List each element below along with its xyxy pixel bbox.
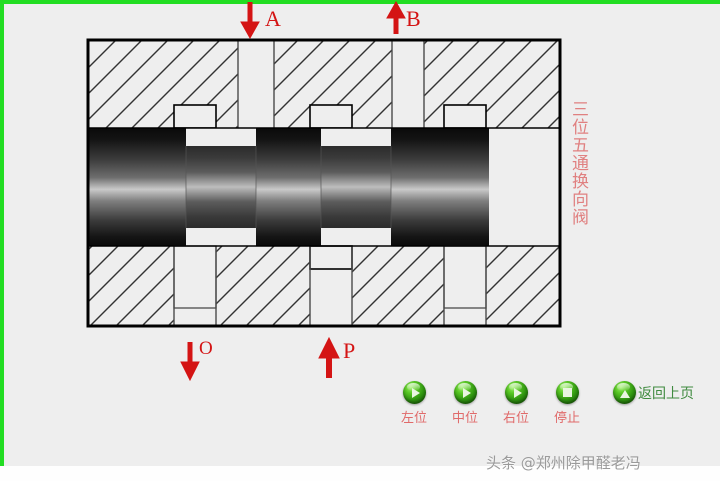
valve-title-vertical: 三位五通换向阀 xyxy=(568,100,588,226)
btn-center-position-label: 中位 xyxy=(451,411,478,426)
lower-bore-recesses xyxy=(173,245,487,309)
valve-body-lower-hatched xyxy=(88,246,560,326)
watermark-text: 头条 @郑州除甲醛老冯 xyxy=(486,454,641,472)
btn-back[interactable]: 返回上页 xyxy=(613,381,694,404)
port-label-o: O xyxy=(199,338,213,359)
port-arrow-a xyxy=(240,2,260,40)
port-label-b: B xyxy=(406,6,421,31)
upper-port-passages xyxy=(237,40,425,128)
valve-spool xyxy=(88,128,560,246)
port-arrow-p xyxy=(318,336,340,378)
port-label-a: A xyxy=(265,6,281,31)
port-label-p: P xyxy=(343,338,356,363)
lower-port-passages xyxy=(173,246,487,326)
up-arrow-icon xyxy=(613,381,636,404)
bottom-white-strip xyxy=(0,466,720,481)
btn-left-position-label: 左位 xyxy=(400,411,427,426)
valve-body-outline xyxy=(86,38,562,328)
control-bar: 左位 中位 右位 停止 返回上页 xyxy=(400,381,694,426)
btn-left-position[interactable]: 左位 xyxy=(400,381,428,426)
play-icon xyxy=(402,381,426,404)
bore-edges xyxy=(88,127,560,247)
upper-bore-recesses xyxy=(173,104,487,129)
btn-right-position[interactable]: 右位 xyxy=(502,381,530,426)
btn-stop[interactable]: 停止 xyxy=(553,381,581,426)
port-arrow-o xyxy=(180,342,200,382)
btn-center-position[interactable]: 中位 xyxy=(451,381,479,426)
play-icon xyxy=(504,381,528,404)
play-icon xyxy=(453,381,477,404)
port-arrow-b xyxy=(386,0,406,34)
left-green-border xyxy=(0,0,4,466)
stop-icon xyxy=(555,381,579,404)
btn-stop-label: 停止 xyxy=(553,411,580,426)
top-green-border xyxy=(0,0,720,4)
btn-back-label: 返回上页 xyxy=(638,385,694,402)
btn-right-position-label: 右位 xyxy=(502,411,529,426)
